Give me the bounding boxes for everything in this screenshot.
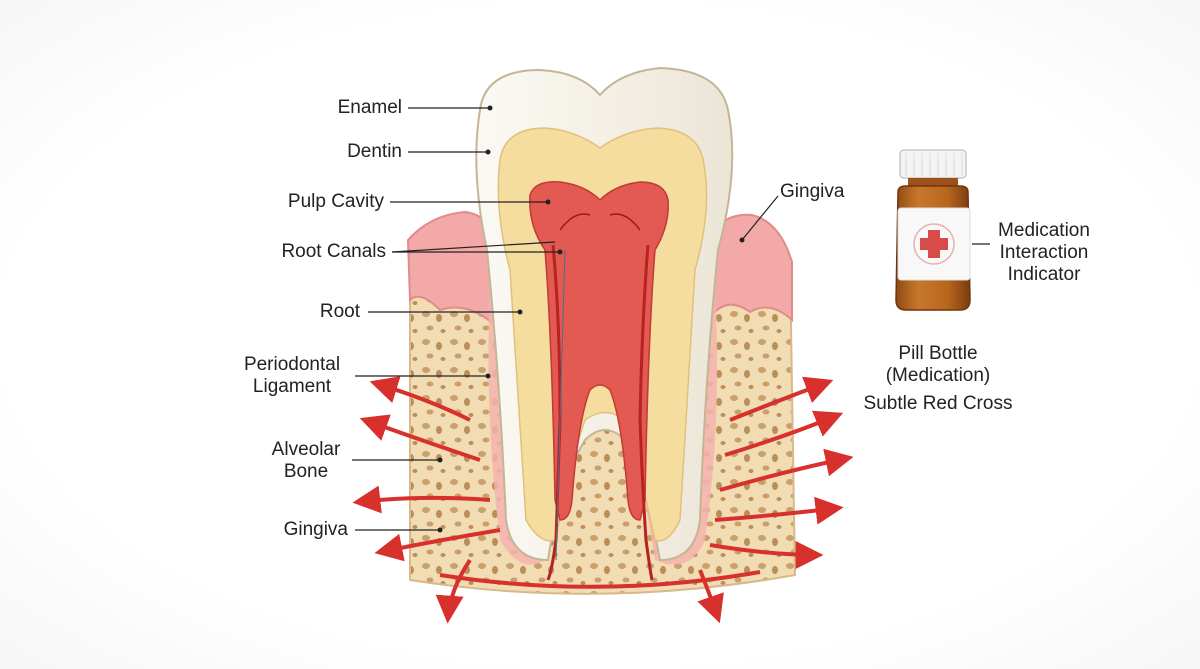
label-dentin: Dentin xyxy=(347,141,402,162)
gingiva-right-shape xyxy=(703,213,793,323)
pulp-vessel-branch-2 xyxy=(609,213,641,231)
pulp-vessel-branch-1 xyxy=(559,213,591,231)
base-vessel xyxy=(439,570,761,589)
vessel-arrow-left-1 xyxy=(369,376,471,422)
vessel-arrow-left-3 xyxy=(352,485,491,514)
vessel-arrow-right-6 xyxy=(697,569,724,624)
red-cross-icon xyxy=(913,223,955,265)
vessel-arrow-right-5 xyxy=(709,540,824,569)
label-pulp-cavity: Pulp Cavity xyxy=(287,191,384,212)
nerve-line xyxy=(555,249,566,561)
vessel-arrow-left-2 xyxy=(359,414,481,462)
leader-root-canals-1 xyxy=(391,241,556,253)
label-root: Root xyxy=(319,301,360,322)
label-enamel: Enamel xyxy=(337,97,402,118)
label-gingiva-left: Gingiva xyxy=(283,519,348,540)
label-gingiva-right: Gingiva xyxy=(780,181,845,202)
label-alveolar-bone: Alveolar Bone xyxy=(271,439,341,482)
vessel-arrow-left-4 xyxy=(374,528,501,562)
leader-gingiva-right xyxy=(741,195,779,241)
label-pill-bottle-caption: Pill Bottle (Medication) Subtle Red Cros… xyxy=(863,343,1013,414)
vessel-arrow-right-1 xyxy=(729,376,834,422)
label-periodontal-ligament: Periodontal Ligament xyxy=(243,354,341,397)
label-root-canals: Root Canals xyxy=(281,241,386,262)
root-canal-vessel-right xyxy=(638,244,654,581)
vessel-arrow-right-2 xyxy=(724,410,844,457)
vessel-arrow-right-3 xyxy=(719,448,854,492)
vessel-arrow-right-4 xyxy=(714,496,844,525)
label-medication-interaction-indicator: Medication Interaction Indicator xyxy=(998,220,1090,285)
vessel-arrow-left-5 xyxy=(435,558,472,624)
